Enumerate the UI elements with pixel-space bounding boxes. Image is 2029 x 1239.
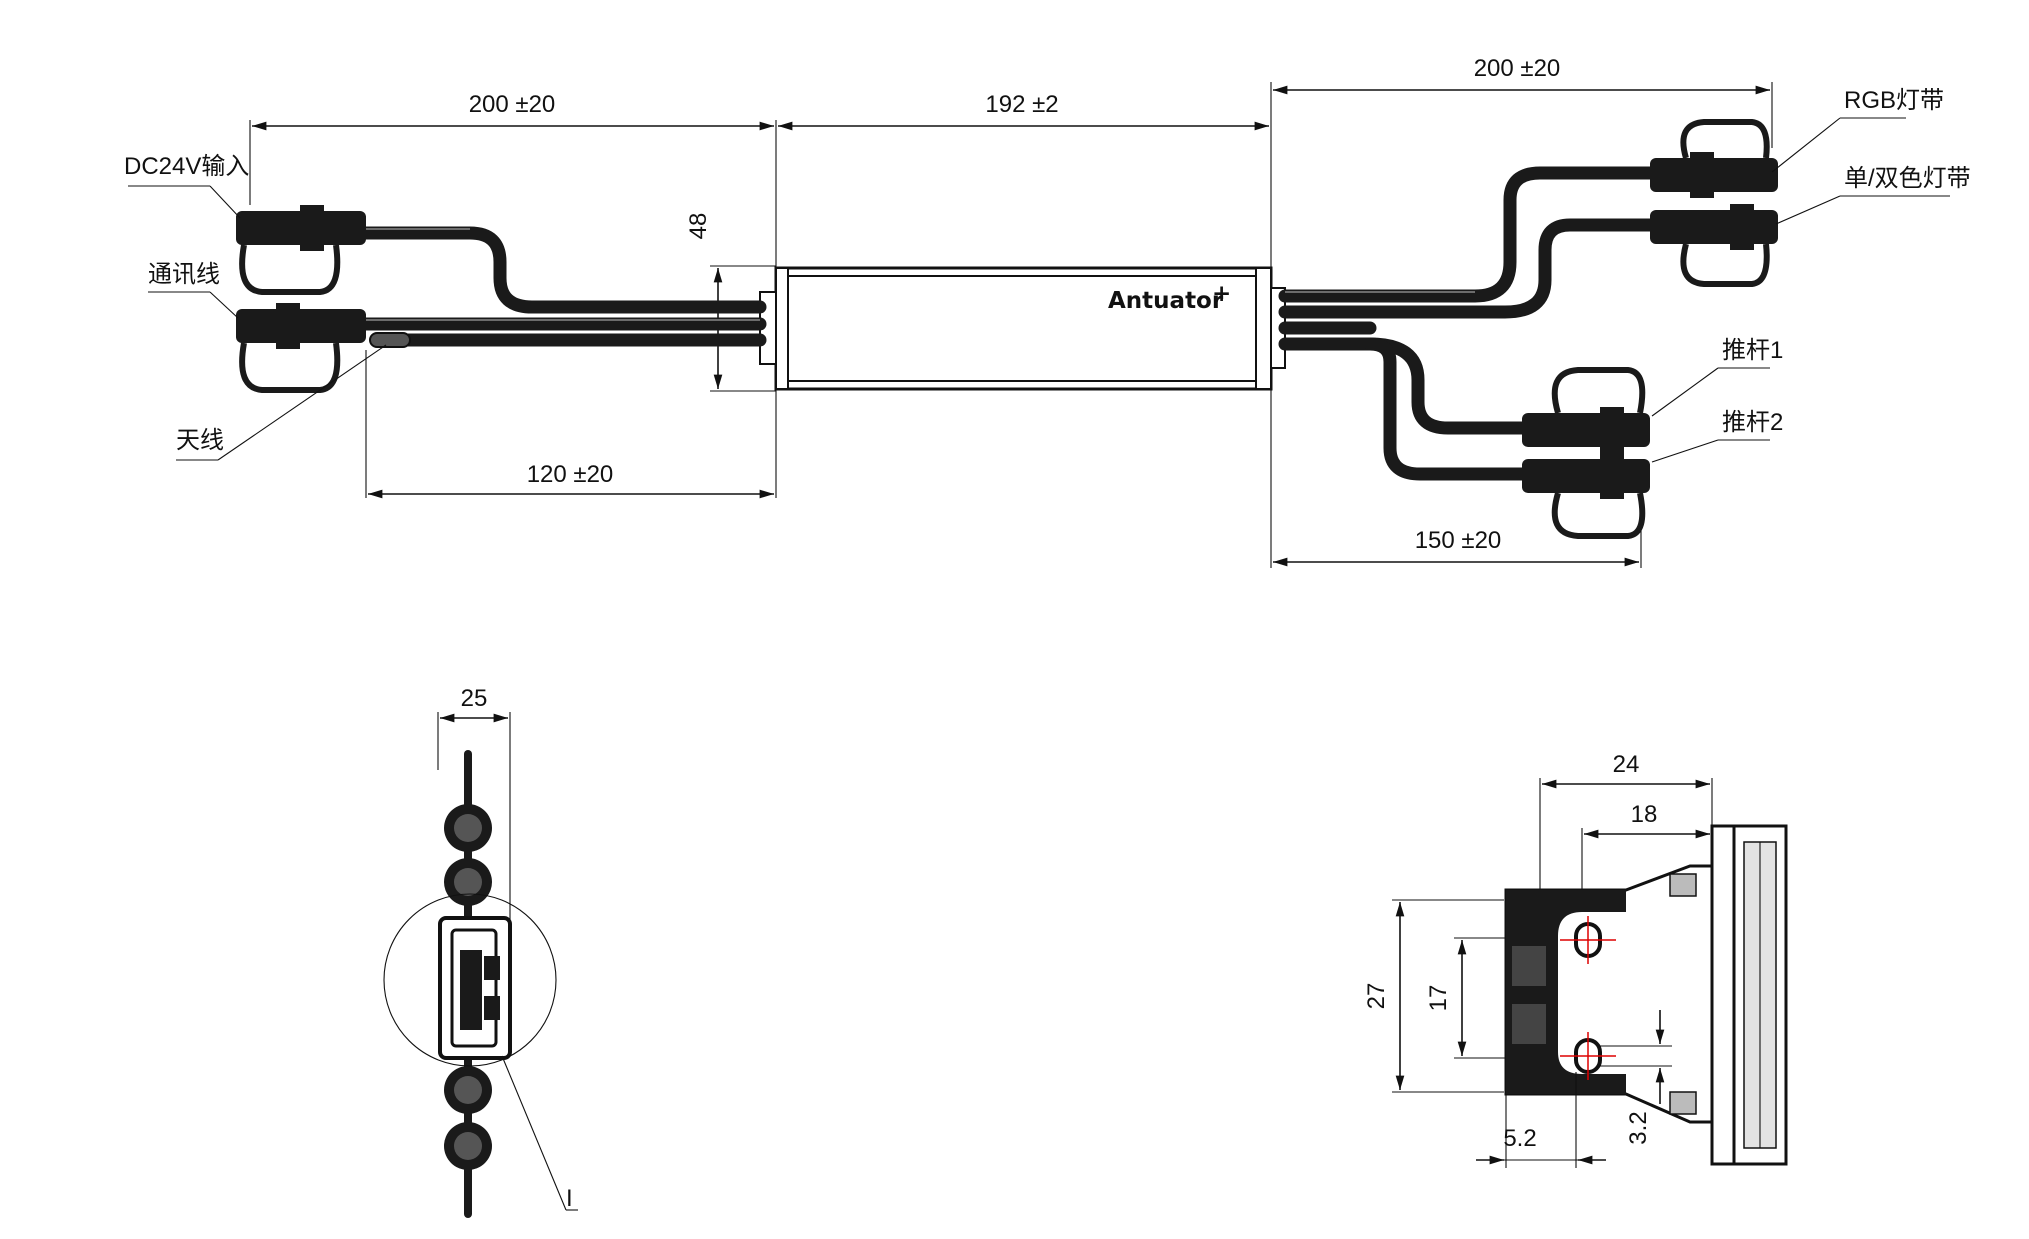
callout-mono-dual: 单/双色灯带 — [1844, 165, 1971, 192]
detail-mark: I — [566, 1185, 573, 1212]
right-cables — [1278, 166, 1667, 481]
dim-bracket-height: 27 — [1363, 983, 1390, 1010]
brand-mark: + — [1212, 281, 1231, 307]
bracket-view: 24 18 27 17 5.2 3.2 — [1363, 751, 1788, 1168]
actuator-body: Antuator + — [759, 266, 1286, 391]
detail-circle — [383, 893, 557, 1067]
callout-antenna: 天线 — [176, 427, 224, 454]
connector-pushrod-2 — [1522, 453, 1650, 539]
dim-flange-offset: 5.2 — [1503, 1125, 1536, 1152]
dim-slot-width: 3.2 — [1625, 1111, 1652, 1144]
brand-name: Antuator — [1108, 288, 1224, 314]
dim-hole-pitch: 17 — [1425, 985, 1452, 1012]
dim-side-width: 25 — [461, 685, 488, 712]
left-cables — [348, 226, 767, 348]
connector-mono-dual — [1650, 204, 1778, 287]
connector-comm — [236, 303, 366, 393]
connector-dc-input — [236, 205, 366, 295]
connector-pushrod-1 — [1522, 367, 1650, 453]
dim-body-height: 48 — [685, 213, 712, 240]
top-view: 200 ±20 192 ±2 200 ±20 48 120 ±20 150 ±2… — [124, 55, 1971, 568]
callout-comm: 通讯线 — [148, 261, 220, 288]
side-view: 25 I — [383, 685, 578, 1218]
dim-right-top: 200 ±20 — [1474, 55, 1561, 82]
callout-dc-input: DC24V输入 — [124, 153, 249, 180]
dim-hole-offset: 18 — [1631, 801, 1658, 828]
callout-pushrod-2: 推杆2 — [1722, 409, 1783, 436]
callout-pushrod-1: 推杆1 — [1722, 337, 1783, 364]
dim-bracket-width: 24 — [1613, 751, 1640, 778]
dim-antenna: 120 ±20 — [527, 461, 614, 488]
dim-right-bottom: 150 ±20 — [1415, 527, 1502, 554]
dim-body-length: 192 ±2 — [985, 91, 1058, 118]
connector-rgb — [1650, 119, 1778, 198]
dim-left-cable: 200 ±20 — [469, 91, 556, 118]
callout-rgb: RGB灯带 — [1844, 87, 1944, 114]
